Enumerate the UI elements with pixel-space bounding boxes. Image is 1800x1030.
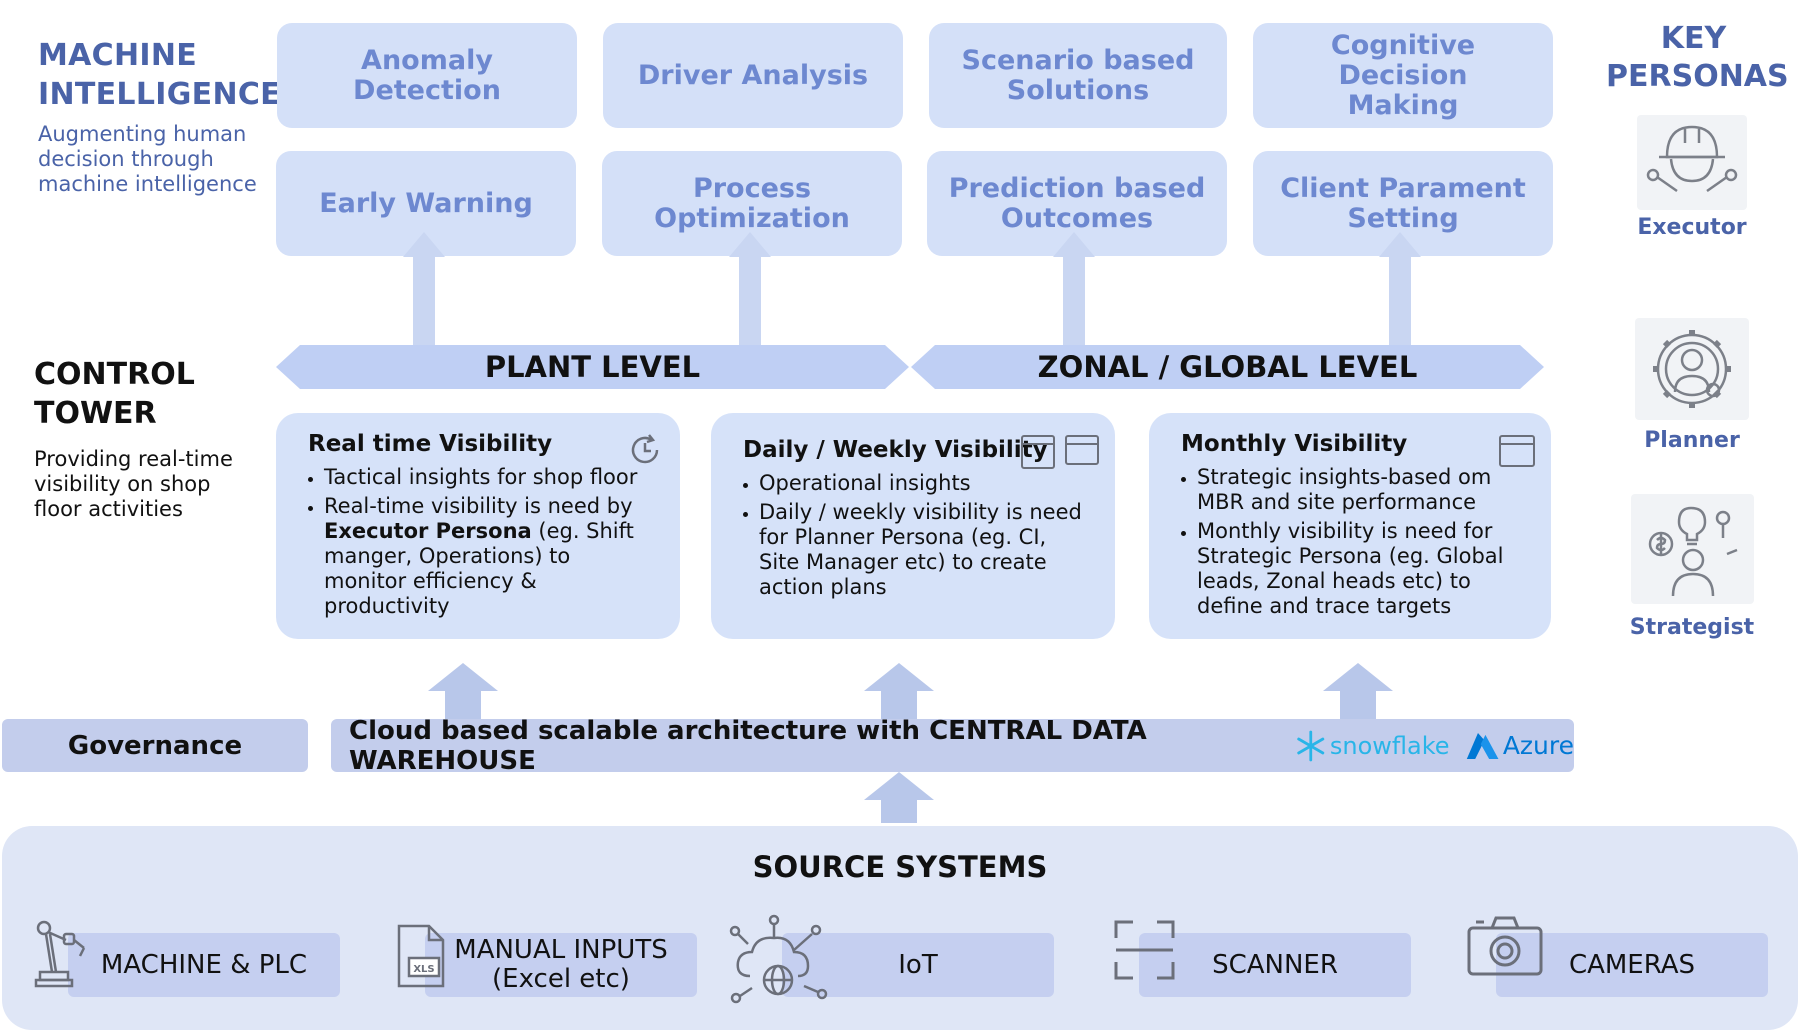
xls-file-icon: XLS xyxy=(397,924,445,988)
persona-label-executor: Executor xyxy=(1637,215,1747,240)
machine-intelligence-title: MACHINE INTELLIGENCE xyxy=(38,38,281,112)
bullet: Strategic insights-based om MBR and site… xyxy=(1197,465,1527,515)
up-arrow xyxy=(1323,663,1393,721)
mi-box-anomaly-detection: Anomaly Detection xyxy=(277,23,577,128)
monthly-visibility-card: Monthly Visibility Strategic insights-ba… xyxy=(1149,413,1551,639)
control-tower-subtitle: Providing real-time visibility on shop f… xyxy=(34,447,233,521)
governance-box: Governance xyxy=(2,719,308,772)
control-tower-title: CONTROL TOWER xyxy=(34,357,195,431)
svg-text:XLS: XLS xyxy=(413,964,434,975)
calendar-icon xyxy=(1021,435,1055,469)
cloud-warehouse-box: Cloud based scalable architecture with C… xyxy=(331,716,1574,776)
mi-box-driver-analysis: Driver Analysis xyxy=(603,23,903,128)
bullet: Monthly visibility is need for Strategic… xyxy=(1197,519,1527,619)
card-title: Monthly Visibility xyxy=(1181,431,1408,457)
executor-persona-emphasis: Executor Persona xyxy=(324,519,532,543)
up-arrow xyxy=(729,232,771,352)
daily-weekly-visibility-card: Daily / Weekly Visibility Operational in… xyxy=(711,413,1115,639)
persona-label-strategist: Strategist xyxy=(1629,615,1755,640)
camera-icon xyxy=(1467,916,1543,976)
azure-wordmark: Azure xyxy=(1502,731,1574,760)
key-personas-title: KEY PERSONAS xyxy=(1606,21,1789,94)
calendar-icon xyxy=(1499,435,1535,467)
zonal-global-level-banner: ZONAL / GLOBAL LEVEL xyxy=(911,345,1544,389)
up-arrow xyxy=(403,232,445,352)
mi-box-client-parament-setting: Client Parament Setting xyxy=(1253,151,1553,256)
bullet: Operational insights xyxy=(759,471,1091,496)
azure-logo-icon xyxy=(1466,732,1499,759)
snowflake-logo-icon xyxy=(1297,730,1325,761)
source-iot: IoT xyxy=(782,933,1054,997)
planner-persona-tile xyxy=(1635,318,1749,420)
machine-intelligence-subtitle: Augmenting human decision through machin… xyxy=(38,122,257,196)
card-title: Daily / Weekly Visibility xyxy=(743,437,1048,463)
up-arrow xyxy=(864,663,934,721)
mi-box-process-optimization: Process Optimization xyxy=(602,151,902,256)
real-time-visibility-card: Real time Visibility Tactical insights f… xyxy=(276,413,680,639)
executor-worker-icon xyxy=(1646,125,1738,193)
persona-label-planner: Planner xyxy=(1644,428,1740,453)
bullet: Daily / weekly visibility is need for Pl… xyxy=(759,500,1091,600)
up-arrow xyxy=(1053,232,1095,352)
bullet: Real-time visibility is need by Executor… xyxy=(324,494,656,619)
plant-level-banner: PLANT LEVEL xyxy=(276,345,909,389)
iot-network-icon xyxy=(729,914,828,1004)
up-arrow xyxy=(1379,232,1421,352)
source-scanner: SCANNER xyxy=(1139,933,1411,997)
mi-box-cognitive-decision-making: Cognitive Decision Making xyxy=(1253,23,1553,128)
calendar-icon xyxy=(1065,435,1099,465)
source-manual-inputs: MANUAL INPUTS (Excel etc) xyxy=(425,933,697,997)
card-title: Real time Visibility xyxy=(308,431,553,457)
strategist-persona-tile xyxy=(1631,494,1754,604)
source-machine-plc: MACHINE & PLC xyxy=(68,933,340,997)
clock-refresh-icon xyxy=(631,434,659,464)
executor-persona-tile xyxy=(1637,115,1747,210)
scanner-frame-icon xyxy=(1114,920,1175,980)
robot-arm-icon xyxy=(34,920,86,988)
up-arrow xyxy=(428,663,498,721)
mi-box-scenario-based-solutions: Scenario based Solutions xyxy=(929,23,1227,128)
bullet: Tactical insights for shop floor xyxy=(324,465,656,490)
source-systems-title: SOURCE SYSTEMS xyxy=(752,850,1048,884)
strategist-idea-person-icon xyxy=(1648,506,1738,597)
up-arrow xyxy=(864,772,934,823)
planner-gear-person-icon xyxy=(1653,330,1731,408)
snowflake-wordmark: snowflake xyxy=(1329,731,1450,760)
